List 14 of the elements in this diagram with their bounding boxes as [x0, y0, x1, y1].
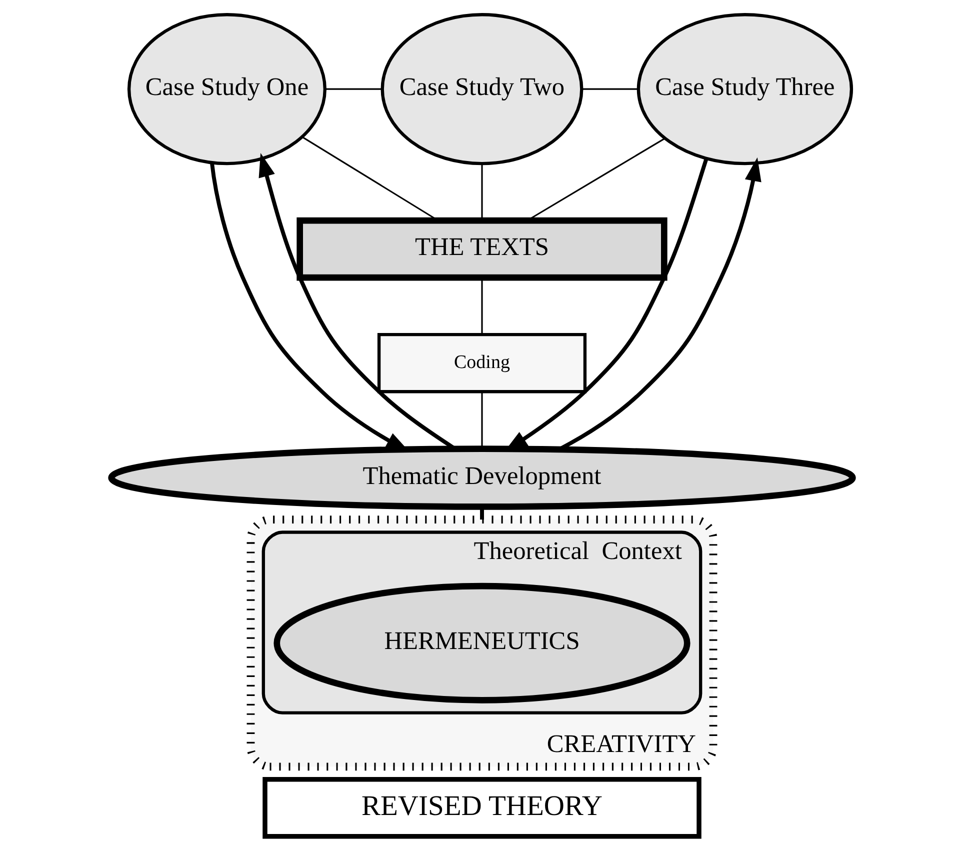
connector [582, 88, 638, 90]
node-ellipse: Thematic Development [108, 446, 856, 510]
node-ellipse: Case Study Three [636, 13, 854, 166]
node-ellipse: Case Study Two [380, 13, 584, 166]
connector [325, 88, 382, 90]
node-box: THE TEXTS [296, 217, 668, 281]
connector [481, 164, 483, 220]
connector [481, 278, 483, 334]
node-ellipse: Case Study One [127, 13, 326, 166]
connector [481, 392, 483, 448]
node-box: Coding [377, 333, 587, 394]
node-box: REVISED THEORY [262, 776, 702, 839]
node-ellipse: HERMENEUTICS [274, 582, 690, 704]
connector [480, 508, 484, 520]
